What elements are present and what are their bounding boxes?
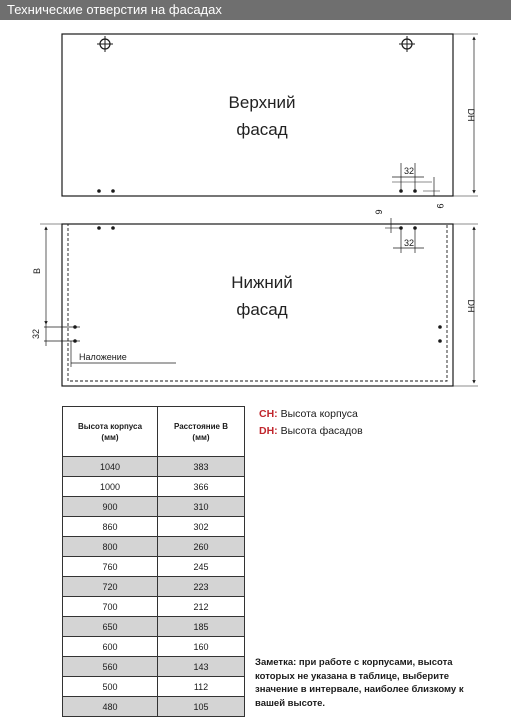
cell-body-height: 900 <box>62 496 158 517</box>
cell-distance-b: 223 <box>157 576 245 597</box>
cell-body-height: 700 <box>62 596 158 617</box>
top-facade-label-1: Верхний <box>229 93 296 112</box>
cell-distance-b: 383 <box>157 456 245 477</box>
dim-dh-top: DH <box>453 33 478 197</box>
bottom-facade-dots-top-right <box>399 226 417 230</box>
cell-distance-b: 143 <box>157 656 245 677</box>
top-facade-label-2: фасад <box>236 120 287 139</box>
size-table: Высота корпуса (мм) Расстояние B (мм) 10… <box>62 406 245 717</box>
bottom-facade-panel <box>61 223 454 387</box>
cell-body-height: 480 <box>62 696 158 717</box>
cell-distance-b: 310 <box>157 496 245 517</box>
dim-b: B <box>32 223 62 325</box>
cell-distance-b: 212 <box>157 596 245 617</box>
overlay-label: Наложение <box>79 352 127 362</box>
table-header-row: Высота корпуса (мм) Расстояние B (мм) <box>62 406 245 457</box>
dim-9-top: 9 <box>423 177 445 209</box>
dim-dh-bottom: DH <box>453 223 478 387</box>
top-facade-dots-left <box>97 189 115 193</box>
cell-body-height: 860 <box>62 516 158 537</box>
dim-32-left-label: 32 <box>31 329 41 339</box>
legend-dh: DH: Высота фасадов <box>259 425 363 437</box>
top-facade-dots-right <box>399 189 417 193</box>
cell-distance-b: 245 <box>157 556 245 577</box>
cell-body-height: 720 <box>62 576 158 597</box>
bottom-facade-label-1: Нижний <box>231 273 293 292</box>
cell-body-height: 560 <box>62 656 158 677</box>
cell-distance-b: 112 <box>157 676 245 697</box>
bottom-facade-dots-top-left <box>97 226 115 230</box>
bottom-facade-dots-right <box>438 325 442 343</box>
dim-b-label: B <box>32 268 42 274</box>
dim-32-bottom-label: 32 <box>404 238 414 248</box>
legend: CH: Высота корпуса DH: Высота фасадов <box>259 406 363 440</box>
top-hole-left <box>97 36 113 52</box>
dim-9-bottom: 9 <box>374 209 401 233</box>
cell-body-height: 760 <box>62 556 158 577</box>
dim-dh-bottom-label: DH <box>466 300 476 313</box>
cell-body-height: 500 <box>62 676 158 697</box>
dim-32-top: 32 <box>392 163 432 191</box>
dim-32-left: 32 <box>31 324 80 346</box>
page-header: Технические отверстия на фасадах <box>0 0 511 20</box>
bottom-facade-label-2: фасад <box>236 300 287 319</box>
cell-body-height: 800 <box>62 536 158 557</box>
dim-32-top-label: 32 <box>404 166 414 176</box>
page-title: Технические отверстия на фасадах <box>7 2 222 17</box>
overlay-annotation: Наложение <box>70 341 176 367</box>
dim-9-top-label: 9 <box>435 203 445 208</box>
facade-drawing: Верхний фасад 32 9 DH <box>31 33 478 387</box>
cell-distance-b: 366 <box>157 476 245 497</box>
column-header-distance-b: Расстояние B (мм) <box>157 406 245 457</box>
top-hole-right <box>399 36 415 52</box>
note: Заметка: при работе с корпусами, высота … <box>255 657 464 709</box>
bottom-facade-dots-left <box>73 325 77 343</box>
cell-distance-b: 302 <box>157 516 245 537</box>
cell-body-height: 600 <box>62 636 158 657</box>
carcass-outline <box>67 223 448 382</box>
column-header-body-height: Высота корпуса (мм) <box>62 406 158 457</box>
cell-body-height: 1040 <box>62 456 158 477</box>
dim-32-bottom: 32 <box>393 228 424 253</box>
cell-body-height: 650 <box>62 616 158 637</box>
legend-ch: CH: Высота корпуса <box>259 408 358 420</box>
cell-distance-b: 185 <box>157 616 245 637</box>
cell-distance-b: 160 <box>157 636 245 657</box>
top-facade-panel <box>61 33 454 197</box>
cell-body-height: 1000 <box>62 476 158 497</box>
dim-9-bottom-label: 9 <box>374 209 384 214</box>
dim-dh-top-label: DH <box>466 109 476 122</box>
cell-distance-b: 260 <box>157 536 245 557</box>
